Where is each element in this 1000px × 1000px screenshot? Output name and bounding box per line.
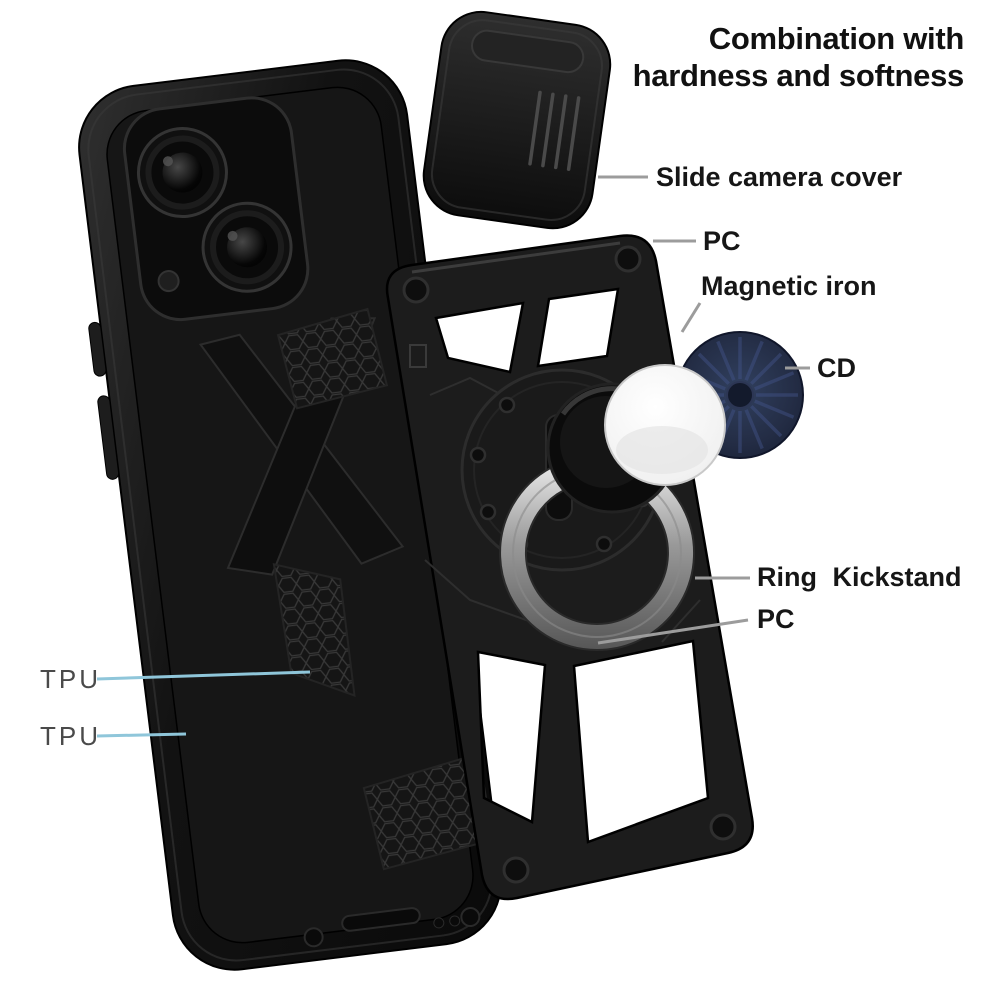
label-pc-bottom: PC xyxy=(757,604,795,634)
hex-texture xyxy=(272,307,495,871)
title-line-2: hardness and softness xyxy=(632,58,965,94)
camera-lens-bottom xyxy=(201,201,293,293)
page-title: Combination with hardness and softness xyxy=(632,20,965,94)
flash-hole xyxy=(157,270,180,293)
title-line-1: Combination with xyxy=(708,21,965,56)
grip-ridges xyxy=(528,90,581,171)
label-magnetic-iron: Magnetic iron xyxy=(701,271,877,301)
label-tpu-bottom: TPU xyxy=(40,721,101,751)
camera-module xyxy=(122,96,310,322)
callout-line-magnetic-iron xyxy=(680,302,702,333)
callout-line-pc-bottom xyxy=(597,618,749,645)
camera-lens-top xyxy=(136,127,228,219)
label-ring-kickstand: Ring Kickstand xyxy=(757,562,962,592)
magnet-disc xyxy=(604,364,726,486)
slide-camera-cover xyxy=(422,10,612,230)
armor-frame xyxy=(385,234,754,901)
side-button-large xyxy=(97,395,120,480)
corner-screws xyxy=(402,245,737,884)
label-slide-camera-cover: Slide camera cover xyxy=(656,162,903,192)
callout-line-tpu-top xyxy=(96,670,311,681)
callout-line-tpu-bottom xyxy=(96,732,187,738)
side-button-small xyxy=(88,321,107,377)
label-cd: CD xyxy=(817,353,856,383)
label-tpu-top: TPU xyxy=(40,664,101,694)
label-pc-top: PC xyxy=(703,226,741,256)
bottom-ports xyxy=(303,907,481,948)
